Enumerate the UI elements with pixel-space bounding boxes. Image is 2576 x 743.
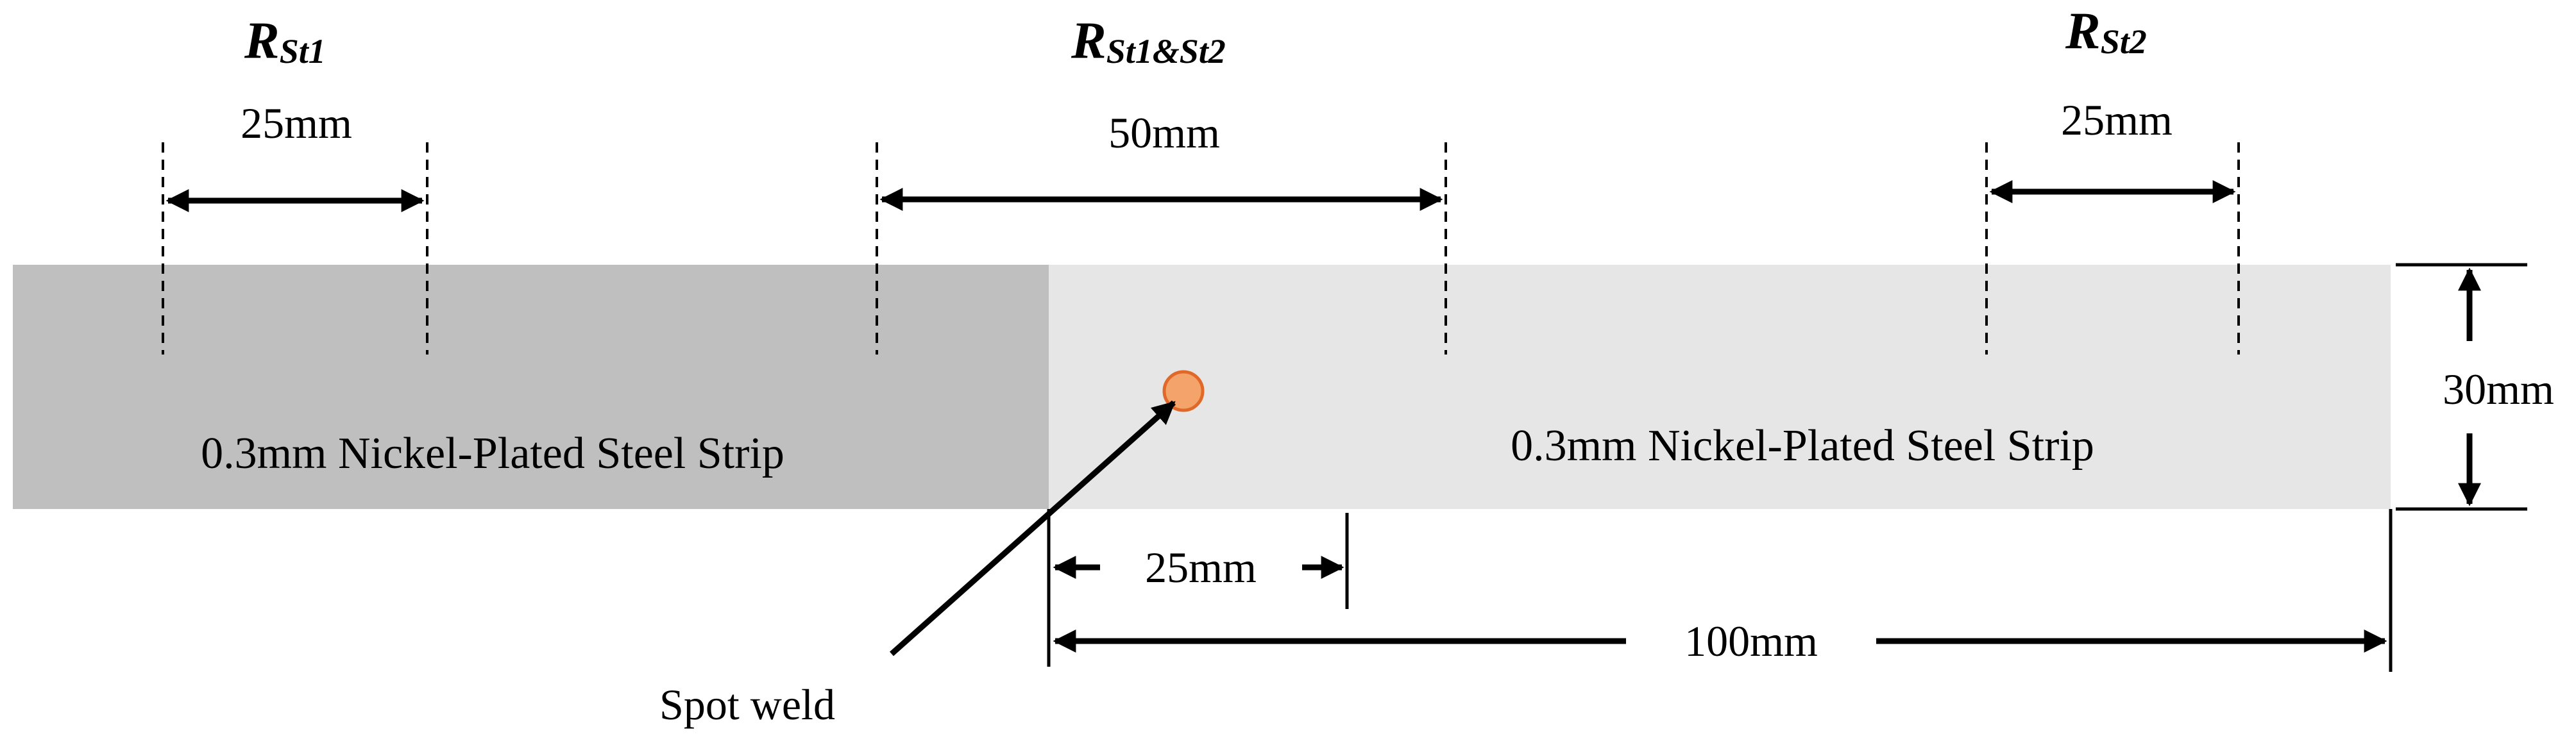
spot-weld-label: Spot weld: [659, 680, 835, 729]
r-st2-dimension-label: 25mm: [2061, 96, 2173, 144]
spot-weld-leader-arrow: [890, 400, 1176, 656]
r-st1-dimension-label: 25mm: [241, 99, 352, 147]
right-steel-strip: [1049, 265, 2391, 509]
left-strip-label: 0.3mm Nickel-Plated Steel Strip: [201, 429, 784, 478]
spot-weld-marker: [1162, 370, 1205, 412]
r-st2-label: RSt2: [2065, 1, 2147, 61]
length-dimension-label: 100mm: [1684, 617, 1818, 665]
length-dimension: [1047, 509, 2393, 672]
region-boundary-lines: [162, 142, 2240, 355]
width-dimension: [2396, 263, 2527, 511]
width-dimension-label: 30mm: [2443, 365, 2554, 413]
r-st12-label: RSt1&St2: [1071, 11, 1226, 71]
r-st12-dimension-label: 50mm: [1108, 108, 1220, 157]
r-st1-label: RSt1: [244, 11, 326, 71]
weld-offset-dimension-label: 25mm: [1145, 543, 1257, 592]
region-dimension-arrows: [165, 180, 2236, 212]
right-strip-label: 0.3mm Nickel-Plated Steel Strip: [1511, 421, 2094, 471]
